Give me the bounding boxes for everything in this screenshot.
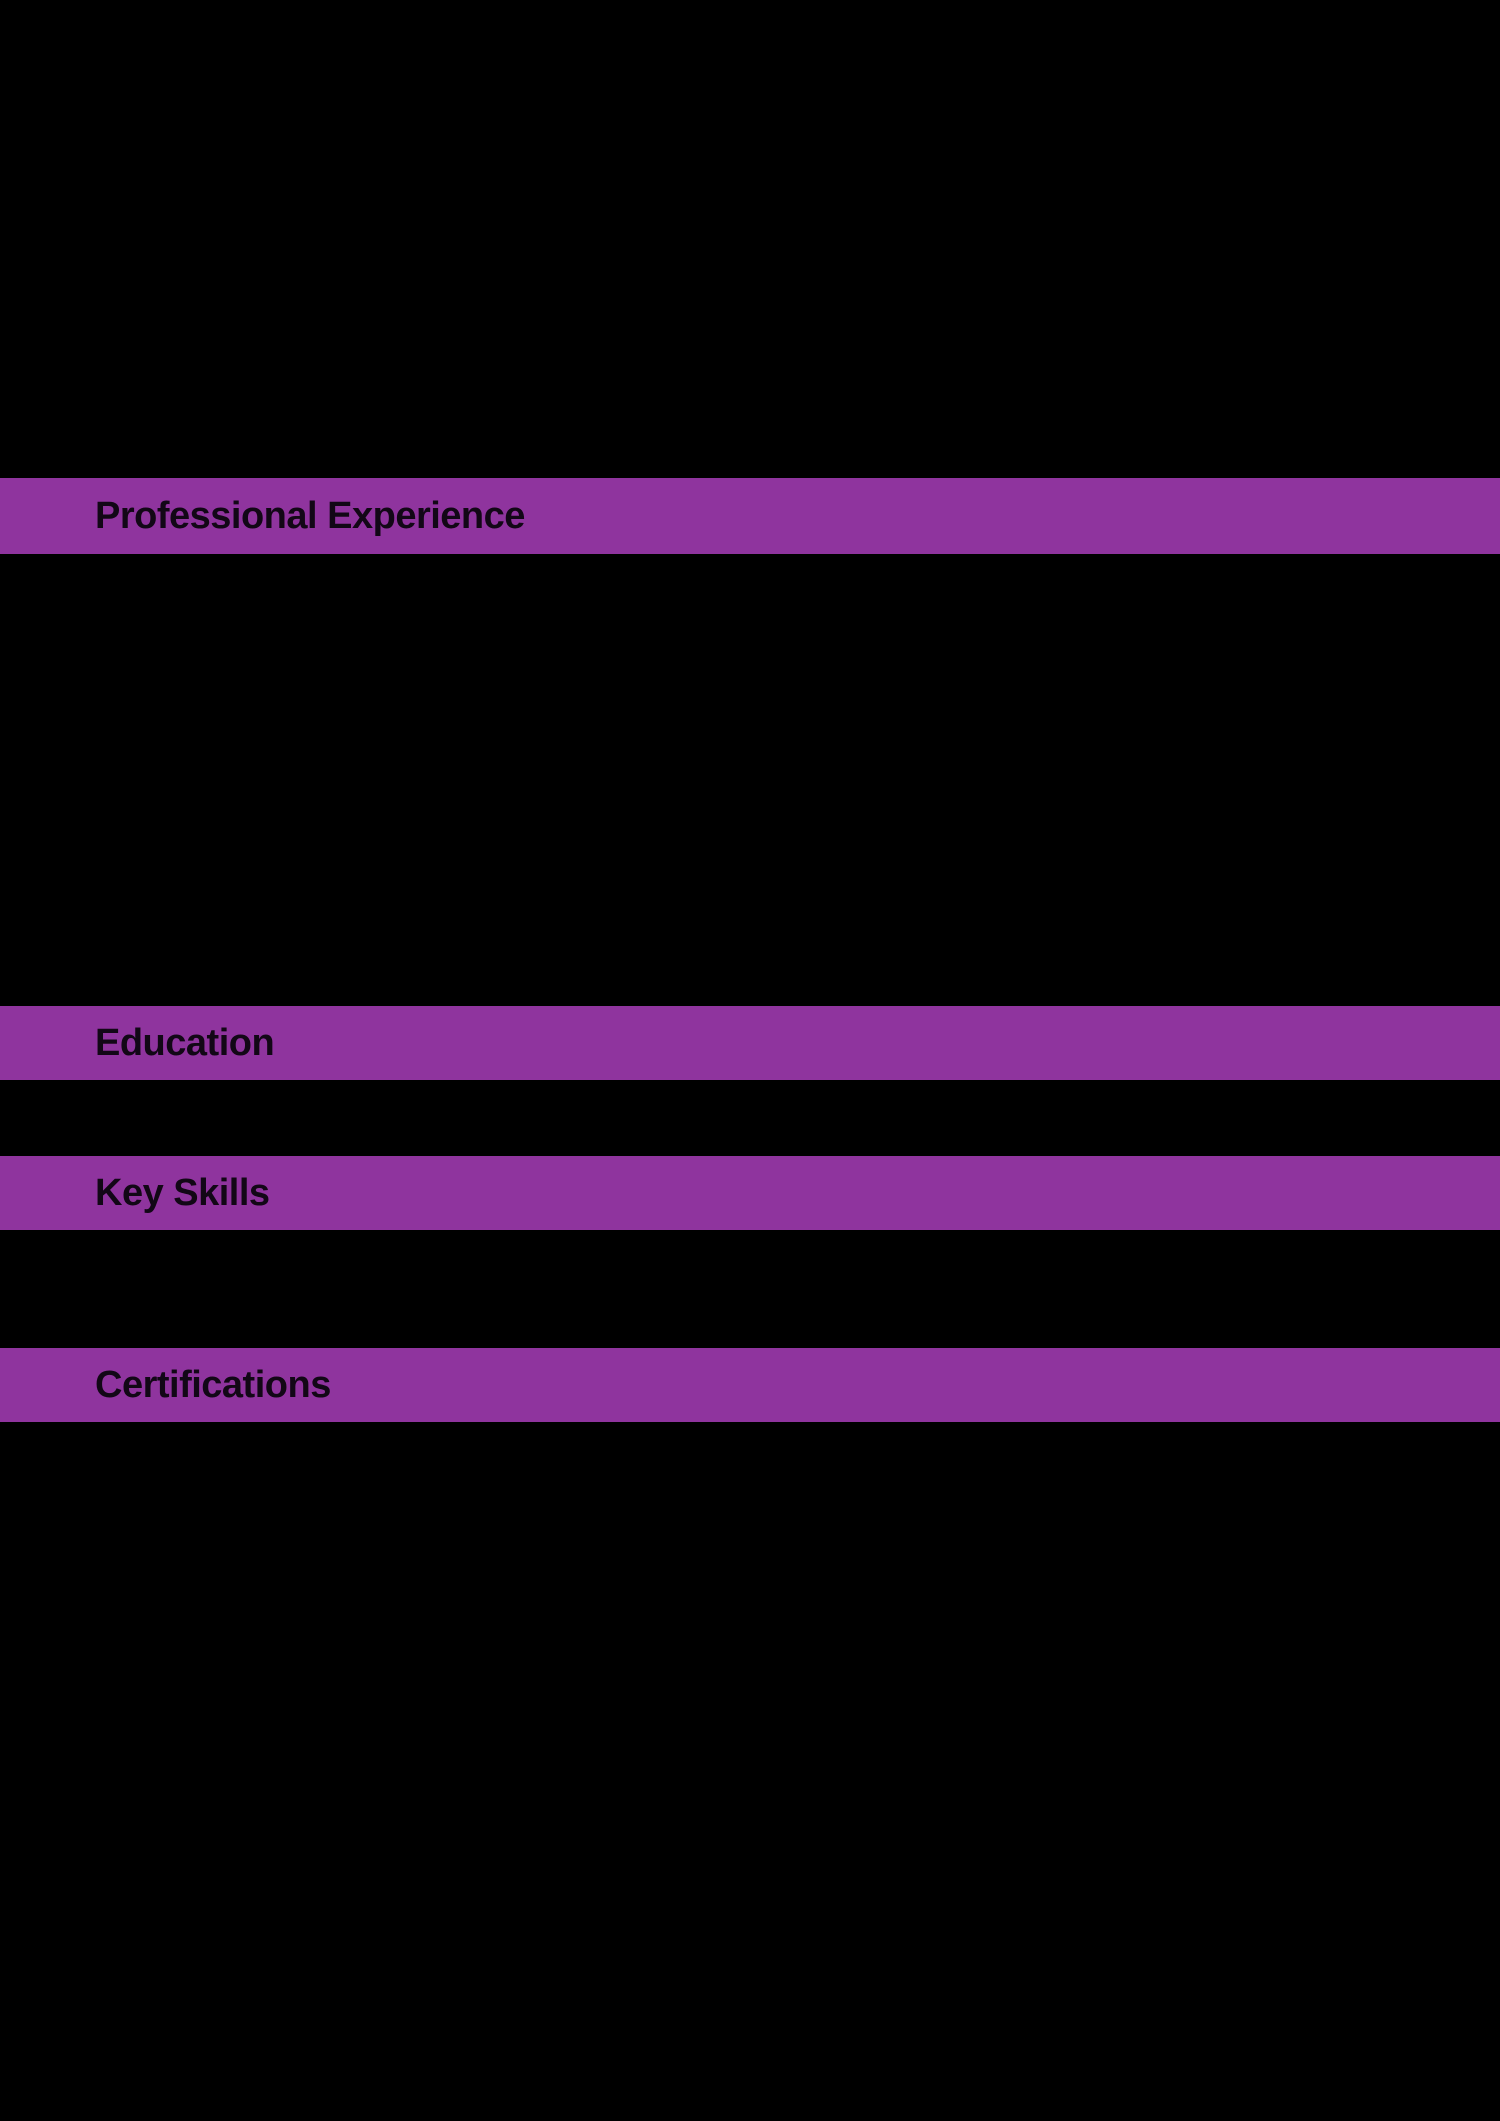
- section-title: Key Skills: [95, 1172, 270, 1214]
- section-header-key-skills: Key Skills: [0, 1156, 1500, 1230]
- section-header-certifications: Certifications: [0, 1348, 1500, 1422]
- section-title: Education: [95, 1022, 275, 1064]
- section-title: Professional Experience: [95, 495, 525, 537]
- section-header-education: Education: [0, 1006, 1500, 1080]
- section-title: Certifications: [95, 1364, 331, 1406]
- section-header-professional-experience: Professional Experience: [0, 478, 1500, 554]
